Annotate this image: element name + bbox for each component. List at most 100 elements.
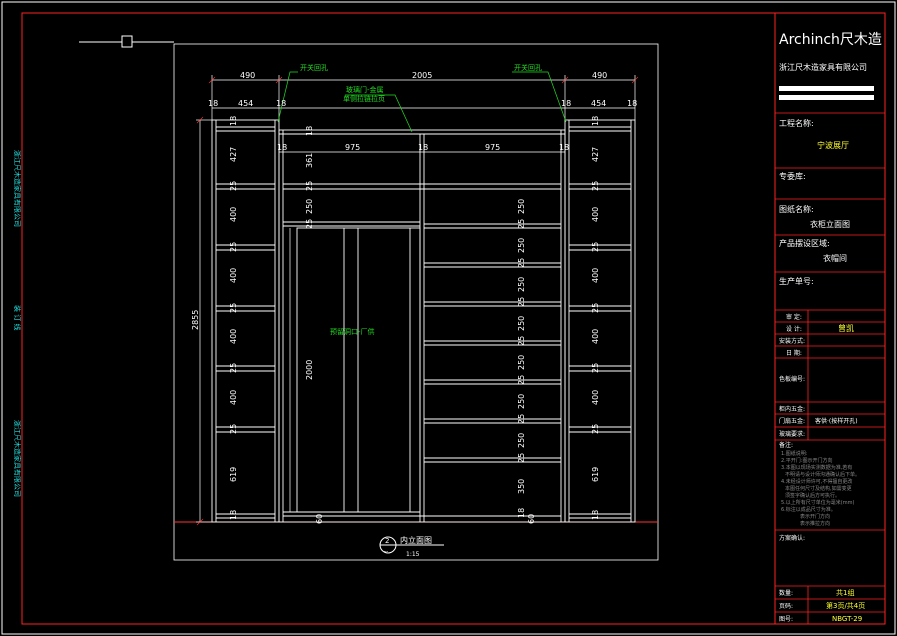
dim-label: 25 bbox=[517, 297, 526, 307]
dim-label: 25 bbox=[229, 424, 238, 434]
dim-ticks bbox=[196, 76, 639, 526]
dim-label: 250 bbox=[517, 238, 526, 253]
note-line: 不明请与设计师沟通确认后下单。 bbox=[785, 471, 860, 478]
glass-label: 玻璃要求: bbox=[779, 430, 805, 438]
dim-mid: 18 bbox=[418, 143, 428, 152]
dim-mid: 18 bbox=[277, 143, 287, 152]
page-value: 第3页/共4页 bbox=[826, 601, 865, 610]
note-line: 须签字确认后方可执行。 bbox=[785, 492, 840, 499]
dim-label: 18 bbox=[305, 126, 314, 136]
dim-label: 18 bbox=[229, 510, 238, 520]
dim-label: 250 bbox=[517, 433, 526, 448]
drawing-name-label: 图纸名称: bbox=[779, 204, 814, 214]
dim-label: 427 bbox=[229, 147, 238, 162]
dim-label: 25 bbox=[517, 414, 526, 424]
note-line: 5.以上所有尺寸单位为毫米(mm) bbox=[781, 499, 854, 506]
overall-height: 2855 bbox=[191, 310, 200, 330]
bottom-dim-right: 60 bbox=[527, 514, 536, 524]
confirm-label: 方案确认: bbox=[779, 534, 805, 542]
drawing-name: 衣柜立面图 bbox=[810, 219, 850, 229]
dim-top2: 18 bbox=[276, 99, 286, 108]
dim-label: 400 bbox=[591, 268, 600, 283]
dim-top2: 454 bbox=[591, 99, 606, 108]
dim-label: 250 bbox=[517, 199, 526, 214]
note-line: 1.图纸说明: bbox=[781, 450, 808, 457]
dim-top2: 18 bbox=[561, 99, 571, 108]
note-line: 本图任何尺寸及结构,如需变更 bbox=[785, 485, 852, 492]
company-name: 浙江尺木造家具有限公司 bbox=[779, 62, 867, 72]
dim-label: 25 bbox=[517, 258, 526, 268]
dim-label: 25 bbox=[517, 453, 526, 463]
dim-label: 400 bbox=[591, 207, 600, 222]
dim-label: 25 bbox=[517, 375, 526, 385]
dim-label: 250 bbox=[305, 199, 314, 214]
left-col-dims: 18 427 25 400 25 400 25 400 25 400 25 61… bbox=[229, 116, 238, 520]
dim-label: 427 bbox=[591, 147, 600, 162]
dim-label: 250 bbox=[517, 355, 526, 370]
side-text-bottom: 浙江尺木造家具有限公司 bbox=[13, 420, 22, 497]
dimension-lines bbox=[196, 75, 636, 523]
annot-open-left: 开关回孔 bbox=[300, 63, 328, 72]
dim-label: 250 bbox=[517, 277, 526, 292]
dim-label: 25 bbox=[591, 242, 600, 252]
dim-top-center: 2005 bbox=[412, 71, 432, 80]
door-hw-label: 门扇五金: bbox=[779, 417, 805, 425]
right-col-dims: 18 427 25 400 25 400 25 400 25 400 25 61… bbox=[591, 116, 600, 520]
page-label: 页码: bbox=[779, 602, 793, 610]
redacted-bar-1 bbox=[779, 86, 874, 91]
annot-door-2: 单侧拉链拉页 bbox=[343, 94, 385, 103]
dim-label: 361 bbox=[305, 153, 314, 168]
review-label: 审 定: bbox=[786, 313, 802, 321]
view-sub: -- bbox=[384, 548, 388, 555]
brand-name: Archinch尺木造 bbox=[779, 32, 882, 48]
dim-label: 25 bbox=[305, 219, 314, 229]
notes-list: 1.图纸说明: 2.平开门:图示开门方向 3.本图以现场实测数据为准,若有 不明… bbox=[781, 450, 860, 527]
product-area-label: 产品摆设区域: bbox=[779, 238, 830, 248]
center-right-dims: 250 25 250 25 250 25 250 25 250 25 250 2… bbox=[517, 199, 526, 518]
dim-label: 400 bbox=[229, 390, 238, 405]
qty-value: 共1组 bbox=[836, 588, 854, 597]
leader-lines bbox=[277, 71, 567, 133]
notes-label: 备注: bbox=[779, 441, 793, 449]
drawing-no: NBGT-29 bbox=[832, 615, 862, 623]
view-title: 内立面图 bbox=[400, 535, 432, 545]
dim-label: 25 bbox=[305, 181, 314, 191]
dim-label: 25 bbox=[591, 303, 600, 313]
hardware-label: 柜内五金: bbox=[779, 405, 805, 413]
qty-label: 数量: bbox=[779, 589, 793, 597]
dim-top2: 18 bbox=[627, 99, 637, 108]
view-no: 2 bbox=[385, 537, 389, 545]
note-line: 4.未经设计师许可,不得擅自更改 bbox=[781, 478, 852, 485]
dim-label: 25 bbox=[229, 242, 238, 252]
dim-label: 400 bbox=[229, 268, 238, 283]
fridge-label: 预留洞口-厂供 bbox=[330, 327, 375, 336]
dim-label: 18 bbox=[517, 508, 526, 518]
dim-label: 25 bbox=[229, 303, 238, 313]
dim-label: 25 bbox=[229, 363, 238, 373]
dim-label: 250 bbox=[517, 394, 526, 409]
legend-a: 表示开门方向 bbox=[800, 513, 830, 520]
side-text-middle: 装 订 线 bbox=[13, 305, 22, 330]
production-no-label: 生产单号: bbox=[779, 276, 814, 286]
dim-label: 400 bbox=[229, 207, 238, 222]
cabinet-elevation bbox=[174, 119, 658, 523]
expert-label: 专委库: bbox=[779, 171, 806, 181]
dim-label: 18 bbox=[591, 116, 600, 126]
drawing-viewport bbox=[173, 43, 659, 561]
date-label: 日 期: bbox=[786, 349, 802, 357]
dim-label: 25 bbox=[517, 336, 526, 346]
dim-label: 25 bbox=[591, 424, 600, 434]
dim-label: 350 bbox=[517, 479, 526, 494]
titleblock-grid bbox=[775, 112, 885, 624]
dim-mid: 975 bbox=[345, 143, 360, 152]
design-label: 设 计: bbox=[786, 325, 802, 333]
dim-label: 250 bbox=[517, 316, 526, 331]
cursor-pickbox[interactable] bbox=[121, 35, 133, 48]
dim-mid: 975 bbox=[485, 143, 500, 152]
dim-mid: 18 bbox=[559, 143, 569, 152]
dim-top-left: 490 bbox=[240, 71, 255, 80]
install-label: 安装方式: bbox=[779, 337, 805, 345]
